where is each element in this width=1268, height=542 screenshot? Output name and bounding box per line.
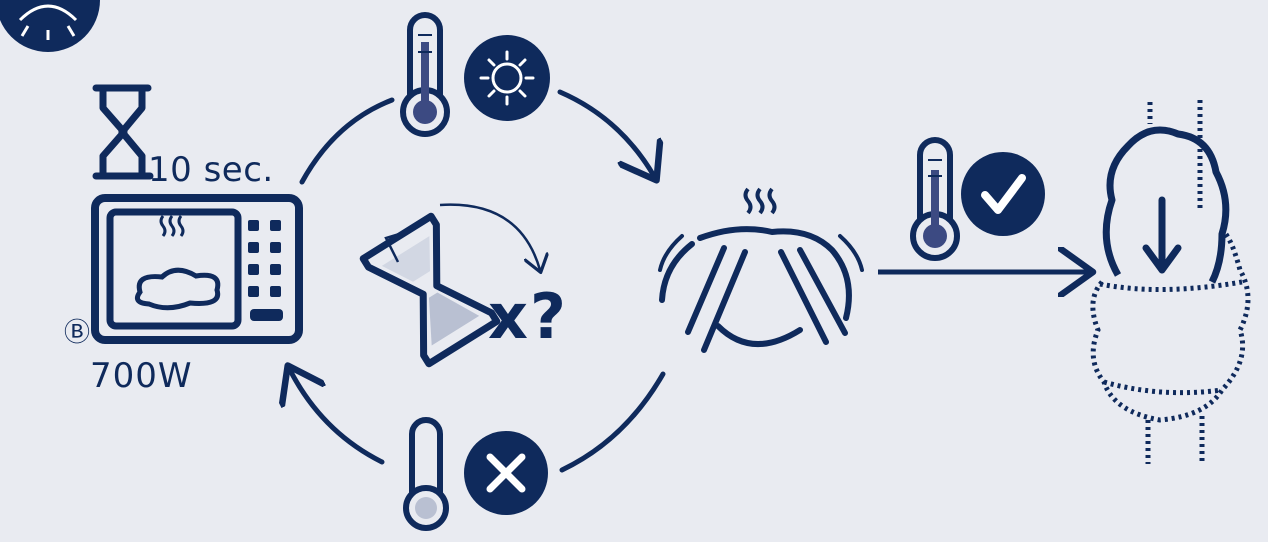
cycle-arrows [290,92,663,470]
sun-icon [464,35,550,121]
thermometer-icon [403,15,447,134]
arrow-icon [302,100,392,182]
hourglass-icon [363,216,497,364]
step-marker: Ⓑ [64,312,90,349]
power-label: 700W [90,356,193,396]
cross-icon [464,431,548,515]
sun-badge-icon [0,0,100,52]
thermometer-icon [406,420,446,528]
timer-label: 10 sec. [148,150,274,190]
rotate-arrow-icon [440,205,540,270]
hands-icon [660,229,862,350]
breast-icon [1093,100,1248,464]
arrow-icon [290,370,382,462]
hourglass-icon [96,88,150,176]
steam-icon [746,189,775,213]
arrow-icon [562,374,663,470]
check-icon [961,152,1045,236]
microwave-icon [95,198,299,340]
repeat-label: x? [488,280,568,353]
arrow-icon [560,92,654,176]
thermometer-icon [913,140,957,258]
